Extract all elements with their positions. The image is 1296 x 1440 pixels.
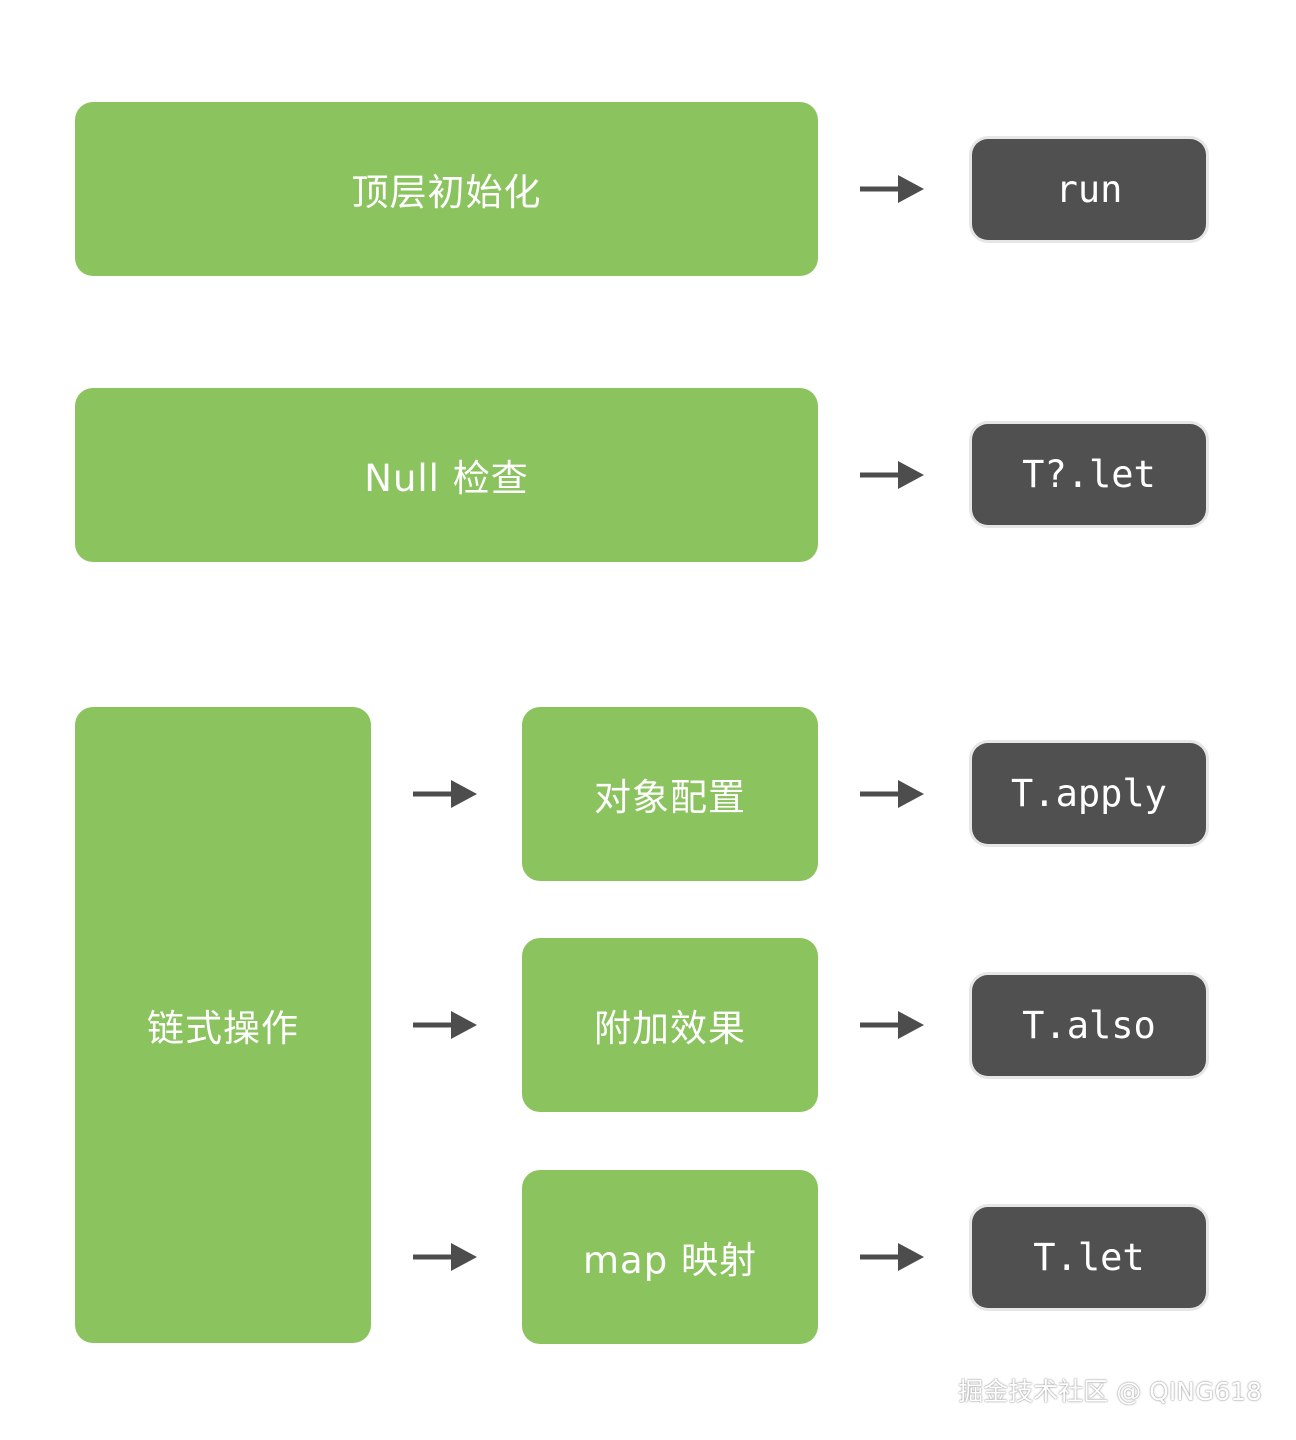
let-label: T.let [1033, 1236, 1145, 1279]
safe-let-box: T?.let [972, 424, 1206, 525]
arrow-icon [413, 780, 477, 808]
also-box: T.also [972, 975, 1206, 1076]
run-label: run [1055, 168, 1123, 211]
arrow-icon [413, 1243, 477, 1271]
arrow-icon [860, 175, 924, 203]
object-config-label: 对象配置 [594, 776, 746, 819]
chain-ops-box: 链式操作 [75, 707, 371, 1343]
also-label: T.also [1022, 1004, 1156, 1047]
arrow-icon [413, 1011, 477, 1039]
apply-box: T.apply [972, 743, 1206, 844]
null-check-label: Null 检查 [364, 457, 529, 500]
map-label: map 映射 [583, 1239, 757, 1282]
arrow-icon [860, 1011, 924, 1039]
null-check-box: Null 检查 [75, 388, 818, 562]
chain-ops-label: 链式操作 [147, 1007, 299, 1050]
arrow-icon [860, 1243, 924, 1271]
apply-label: T.apply [1011, 772, 1167, 815]
side-effect-label: 附加效果 [594, 1007, 746, 1050]
let-box: T.let [972, 1207, 1206, 1308]
arrow-icon [860, 461, 924, 489]
map-box: map 映射 [522, 1170, 818, 1344]
side-effect-box: 附加效果 [522, 938, 818, 1112]
run-box: run [972, 139, 1206, 240]
top-level-init-label: 顶层初始化 [351, 171, 542, 214]
watermark: 掘金技术社区 @ QING618 [958, 1377, 1262, 1406]
object-config-box: 对象配置 [522, 707, 818, 881]
safe-let-label: T?.let [1022, 453, 1156, 496]
arrow-icon [860, 780, 924, 808]
top-level-init-box: 顶层初始化 [75, 102, 818, 276]
